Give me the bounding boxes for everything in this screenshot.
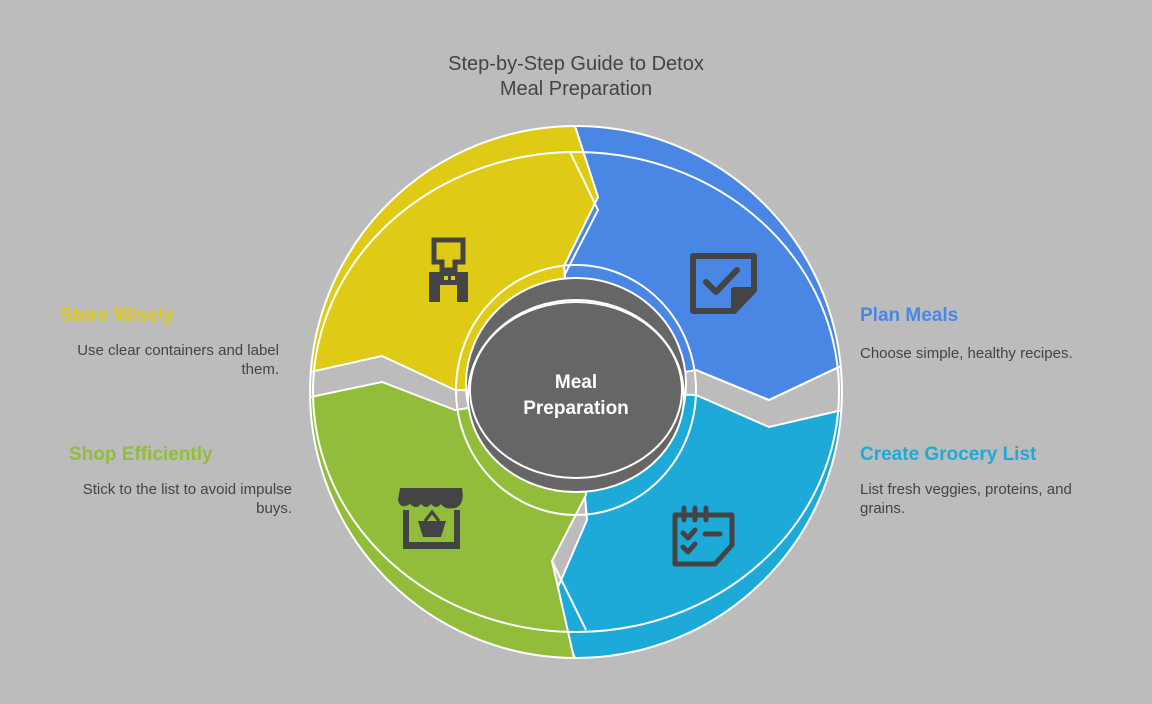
- center-ellipse: [469, 301, 683, 479]
- desc-line-2: grains.: [860, 500, 906, 517]
- center-ring: [455, 264, 697, 516]
- desc-line-1: Stick to the list to avoid impulse: [82, 481, 292, 498]
- step-title-shop-efficiently: Shop Efficiently: [69, 444, 213, 465]
- desc-line-2: them.: [241, 361, 279, 378]
- step-title-store-wisely: Store Wisely: [60, 305, 174, 326]
- title-line-1: Step-by-Step Guide to Detox: [448, 53, 704, 75]
- storefront-basket-icon: [398, 488, 463, 549]
- desc-line-1: Use clear containers and label: [77, 342, 279, 359]
- center-line-1: Meal: [554, 372, 598, 393]
- step-title-grocery-list: Create Grocery List: [860, 444, 1037, 465]
- title-line-2: Meal Preparation: [499, 78, 653, 100]
- step-desc-plan-meals: Choose simple, healthy recipes.: [860, 345, 1073, 362]
- checklist-calendar-icon: [672, 505, 735, 567]
- center-label: Meal Preparation: [476, 370, 676, 422]
- desc-line-1: List fresh veggies, proteins, and: [860, 481, 1072, 498]
- step-desc-grocery-list: List fresh veggies, proteins, and grains…: [860, 480, 1120, 518]
- desc-line-2: buys.: [256, 500, 292, 517]
- step-desc-store-wisely: Use clear containers and label them.: [20, 341, 279, 379]
- step-title-plan-meals: Plan Meals: [860, 305, 959, 326]
- checkbox-note-icon: [690, 253, 757, 314]
- step-desc-shop-efficiently: Stick to the list to avoid impulse buys.: [20, 480, 292, 518]
- diagram-title: Step-by-Step Guide to Detox Meal Prepara…: [376, 52, 776, 102]
- water-dispenser-icon: [429, 237, 468, 302]
- center-line-2: Preparation: [523, 398, 629, 419]
